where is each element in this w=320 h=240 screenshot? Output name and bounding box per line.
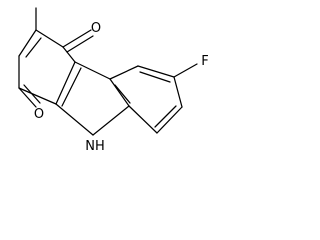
- c7-c8-double-bond: [154, 105, 177, 128]
- c1-carbonyl-bond: [18, 87, 37, 108]
- c3-c4-bond: [35, 29, 64, 48]
- c1-c9a-bond: [18, 87, 57, 105]
- c4a-c9a-bond: [55, 61, 76, 105]
- c6-c7-bond: [173, 76, 183, 108]
- c4b-c8a-inner-double-bond: [114, 84, 131, 104]
- molecule-structure: O O F NH: [18, 7, 209, 154]
- c7-c8-bond: [156, 106, 183, 134]
- c3-c2-inner-double-bond: [25, 37, 42, 58]
- c8-c8a-bond: [128, 105, 158, 134]
- c5-c6-bond: [137, 65, 175, 78]
- c4a-c4b-bond: [74, 61, 111, 80]
- c6-fluorine-bond: [173, 63, 198, 78]
- amine-label: NH: [85, 139, 105, 154]
- c1-carbonyl-double-bond: [23, 84, 41, 104]
- c4b-c5-bond: [109, 65, 139, 80]
- c5-c6-double-bond: [139, 71, 171, 83]
- c4-carbonyl-double-bond: [66, 35, 94, 53]
- n-c8a-bond: [92, 105, 130, 136]
- fluorine-label: F: [201, 54, 208, 69]
- c4-carbonyl-bond: [62, 29, 92, 48]
- c9a-n-bond: [55, 103, 94, 136]
- oxygen-bottom-label: O: [34, 107, 44, 122]
- c4-c4a-bond: [62, 46, 76, 63]
- c4b-c8a-bond: [109, 78, 130, 107]
- c4a-c9a-double-bond: [61, 67, 82, 107]
- oxygen-top-label: O: [91, 21, 101, 36]
- c3-c2-bond: [18, 29, 37, 57]
